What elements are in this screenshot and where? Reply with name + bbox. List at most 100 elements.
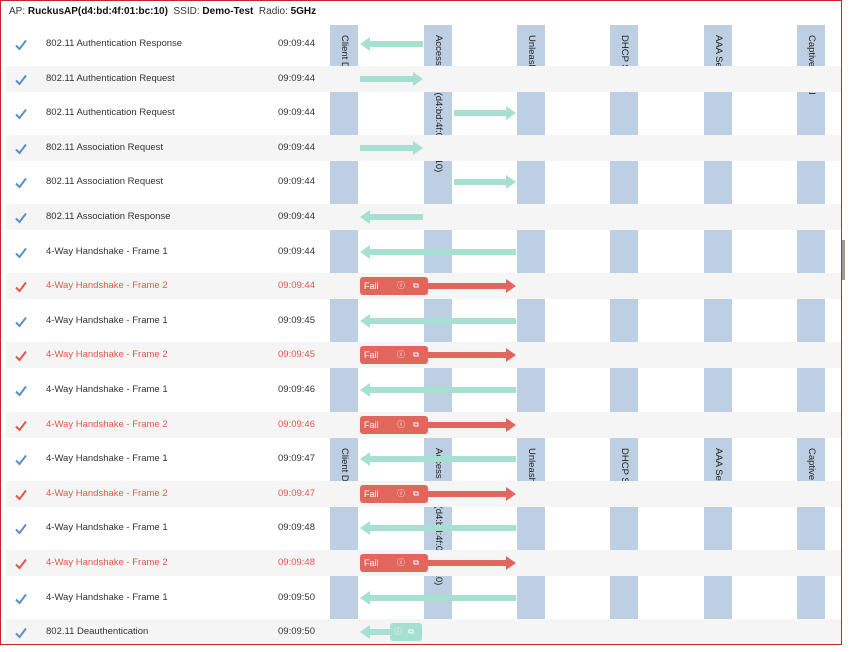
- event-message: 4-Way Handshake - Frame 1: [46, 591, 168, 603]
- ap-info-header: AP: RuckusAP(d4:bd:4f:01:bc:10) SSID: De…: [9, 6, 316, 17]
- scrollbar-track[interactable]: [842, 0, 851, 652]
- arrow-shaft: [360, 144, 413, 151]
- event-message: 4-Way Handshake - Frame 2: [46, 418, 168, 430]
- arrow-head: [360, 625, 370, 640]
- info-icon[interactable]: ⓘ: [397, 558, 405, 567]
- event-message: 802.11 Authentication Request: [46, 107, 175, 119]
- info-icon[interactable]: ⓘ: [397, 350, 405, 360]
- event-time: 09:09:46: [278, 418, 315, 430]
- arrow-shaft: [360, 75, 413, 82]
- message-arrow[interactable]: [454, 175, 516, 190]
- message-arrow[interactable]: [360, 590, 516, 605]
- lane-access-point-d4-bd-4f-01-bc-10: Access Point (d4:bd:4f:01:bc:10)Access P…: [424, 25, 452, 644]
- arrow-head: [360, 37, 370, 51]
- success-check-icon: [15, 38, 27, 51]
- event-time: 09:09:44: [278, 38, 315, 49]
- lane-label: Unleashed: [526, 448, 537, 494]
- event-time: 09:09:44: [278, 141, 315, 153]
- event-message: 4-Way Handshake - Frame 2: [46, 280, 168, 292]
- event-message: 802.11 Association Request: [46, 141, 164, 153]
- lane-captive-portal: Captive PortalCaptive Portal: [797, 25, 825, 644]
- event-row[interactable]: 802.11 Association Request 09:09:44: [6, 134, 841, 161]
- ssid-label: SSID:: [173, 6, 200, 17]
- failure-check-icon: [15, 557, 27, 570]
- event-time: 09:09:50: [278, 591, 315, 603]
- arrow-shaft: [360, 421, 506, 428]
- failed-arrow[interactable]: [360, 417, 516, 432]
- lane-label: Captive Portal: [806, 448, 817, 508]
- arrow-shaft: [360, 352, 506, 359]
- message-arrow[interactable]: [360, 244, 516, 259]
- lane-label: Access Point (d4:bd:4f:01:bc:10): [433, 35, 444, 173]
- message-arrow[interactable]: [360, 37, 423, 51]
- arrow-shaft: [370, 594, 516, 601]
- copy-icon[interactable]: ⧉: [413, 419, 419, 429]
- radio-value: 5GHz: [290, 6, 317, 17]
- fail-label: Fail: [364, 558, 379, 568]
- radio-label: Radio:: [258, 6, 288, 17]
- event-time: 09:09:48: [278, 557, 315, 568]
- message-arrow[interactable]: [454, 106, 516, 121]
- copy-icon[interactable]: ⧉: [408, 627, 414, 637]
- deauth-arrow[interactable]: [360, 625, 423, 640]
- arrow-head: [506, 556, 516, 570]
- arrow-head: [413, 71, 423, 86]
- copy-icon[interactable]: ⧉: [413, 281, 419, 291]
- fail-badge[interactable]: Fail ⓘ ⧉: [360, 554, 428, 572]
- lane-label: Captive Portal: [806, 35, 817, 95]
- failure-check-icon: [15, 280, 27, 293]
- arrow-shaft: [360, 560, 506, 566]
- copy-icon[interactable]: ⧉: [413, 558, 419, 567]
- message-arrow[interactable]: [360, 140, 423, 155]
- copy-icon[interactable]: ⧉: [413, 488, 419, 498]
- ap-value: RuckusAP(d4:bd:4f:01:bc:10): [27, 6, 168, 17]
- arrow-shaft: [370, 214, 423, 220]
- scrollbar-thumb[interactable]: [842, 240, 845, 280]
- copy-icon[interactable]: ⧉: [413, 350, 419, 360]
- success-check-icon: [15, 73, 27, 86]
- arrow-head: [360, 452, 370, 467]
- message-arrow[interactable]: [360, 452, 516, 467]
- deauth-badge[interactable]: ⓘ⧉: [390, 623, 422, 642]
- message-arrow[interactable]: [360, 383, 516, 397]
- event-time: 09:09:45: [278, 314, 315, 326]
- message-arrow[interactable]: [360, 521, 516, 536]
- arrow-shaft: [360, 490, 506, 497]
- message-arrow[interactable]: [360, 71, 423, 86]
- failed-arrow[interactable]: [360, 348, 516, 363]
- info-icon[interactable]: ⓘ: [394, 627, 402, 637]
- event-message: 802.11 Association Response: [46, 211, 171, 222]
- event-row[interactable]: 4-Way Handshake - Frame 1 09:09:50: [6, 585, 841, 611]
- success-check-icon: [15, 626, 27, 639]
- success-check-icon: [15, 246, 27, 259]
- arrow-shaft: [454, 110, 506, 117]
- message-arrow[interactable]: [360, 313, 516, 328]
- failed-arrow[interactable]: [360, 486, 516, 501]
- failed-arrow[interactable]: [360, 279, 516, 294]
- message-arrow[interactable]: [360, 210, 423, 224]
- info-icon[interactable]: ⓘ: [397, 281, 405, 291]
- lane-label: DHCP Server: [619, 35, 630, 93]
- info-icon[interactable]: ⓘ: [397, 488, 405, 498]
- success-check-icon: [15, 142, 27, 155]
- arrow-shaft: [370, 41, 423, 47]
- failed-arrow[interactable]: [360, 556, 516, 570]
- arrow-head: [506, 348, 516, 363]
- info-icon[interactable]: ⓘ: [397, 419, 405, 429]
